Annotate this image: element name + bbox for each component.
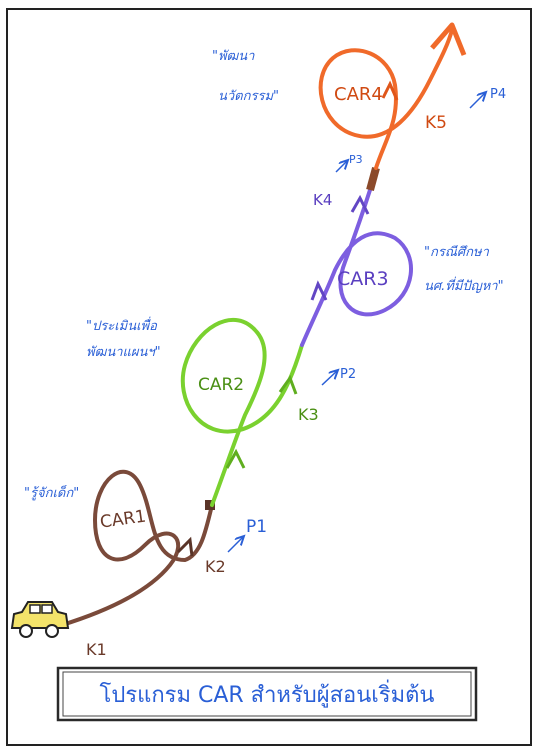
car2-note-line-2: พัฒนาแผนฯ": [86, 345, 161, 360]
car4-note-line-1: "พัฒนา: [212, 49, 255, 64]
diagram-title: โปรแกรม CAR สำหรับผู้สอนเริ่มต้น: [100, 679, 435, 708]
car4-note: "พัฒนา นวัตกรรม": [212, 49, 279, 104]
p2-marker: P2: [322, 367, 356, 385]
p4-label: P4: [490, 87, 506, 102]
car3-note-line-1: "กรณีศึกษา: [424, 244, 490, 260]
car1-note-line: "รู้จักเด็ก": [24, 484, 79, 501]
k2-label: K2: [205, 557, 226, 576]
car3-note: "กรณีศึกษา นศ.ที่มีปัญหา": [424, 244, 504, 294]
p3-label: P3: [349, 153, 363, 166]
car-icon: [12, 602, 68, 637]
car1-arrow: [178, 540, 192, 556]
car1-label: CAR1: [99, 506, 147, 532]
car1-note: "รู้จักเด็ก": [24, 484, 79, 501]
car1-path: [62, 472, 212, 625]
car2-note-line-1: "ประเมินเพื่อ: [86, 316, 158, 334]
car3-bar: [370, 168, 376, 190]
p3-marker: P3: [336, 153, 363, 172]
p4-marker: P4: [470, 87, 506, 108]
car3-note-line-2: นศ.ที่มีปัญหา": [424, 276, 504, 294]
car4-note-line-2: นวัตกรรม": [218, 89, 279, 104]
p1-label: P1: [246, 517, 267, 537]
p1-marker: P1: [228, 517, 267, 552]
car2-path: [183, 320, 302, 505]
title-box: โปรแกรม CAR สำหรับผู้สอนเริ่มต้น: [58, 668, 476, 720]
k5-label: K5: [425, 113, 447, 133]
car4-label: CAR4: [334, 84, 383, 105]
k3-label: K3: [298, 405, 319, 424]
k1-label: K1: [86, 640, 107, 659]
car2-note: "ประเมินเพื่อ พัฒนาแผนฯ": [86, 316, 161, 360]
car2-label: CAR2: [198, 375, 244, 395]
p2-label: P2: [340, 367, 356, 382]
k4-label: K4: [313, 191, 332, 209]
car3-label: CAR3: [337, 268, 389, 290]
